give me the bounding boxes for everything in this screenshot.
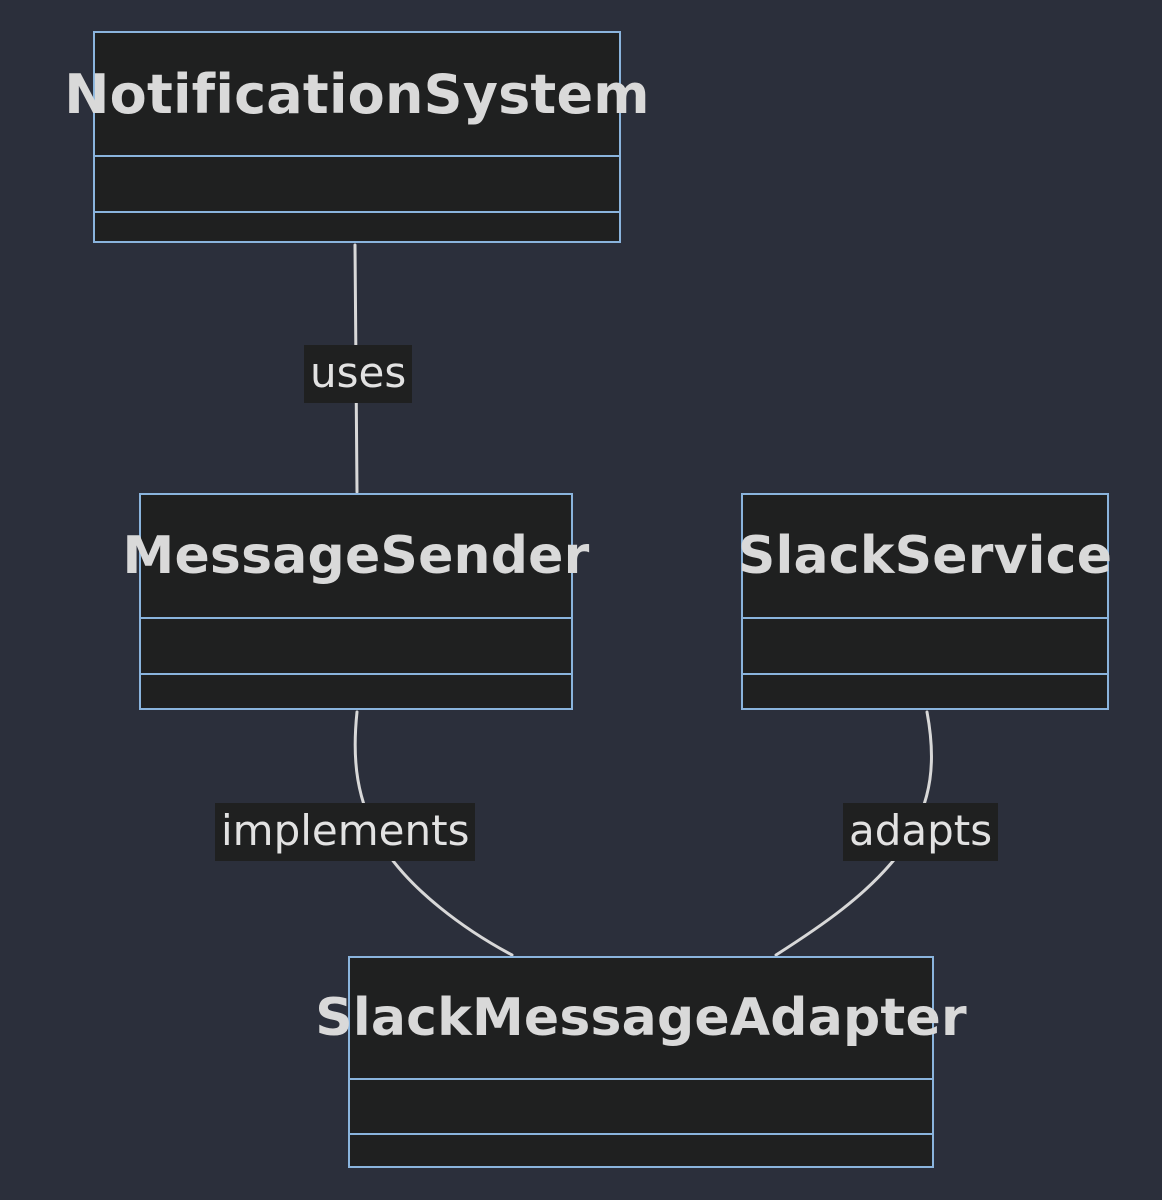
edge-label-adapts: adapts bbox=[843, 803, 999, 861]
class-attributes-notification-system bbox=[95, 157, 619, 213]
class-title-message-sender: MessageSender bbox=[123, 495, 589, 619]
class-attributes-message-sender bbox=[141, 619, 571, 675]
class-node-slack-message-adapter[interactable]: SlackMessageAdapter bbox=[315, 956, 967, 1168]
class-methods-message-sender bbox=[141, 675, 571, 708]
class-title-slack-message-adapter: SlackMessageAdapter bbox=[315, 958, 967, 1080]
class-attributes-slack-message-adapter bbox=[350, 1080, 932, 1135]
class-methods-notification-system bbox=[95, 213, 619, 241]
class-title-notification-system: NotificationSystem bbox=[64, 33, 650, 157]
class-title-slack-service: SlackService bbox=[738, 495, 1112, 619]
class-node-notification-system[interactable]: NotificationSystem bbox=[64, 31, 650, 243]
class-node-slack-service[interactable]: SlackService bbox=[738, 493, 1112, 710]
class-attributes-slack-service bbox=[743, 619, 1107, 675]
edge-label-implements: implements bbox=[215, 803, 476, 861]
class-node-message-sender[interactable]: MessageSender bbox=[123, 493, 589, 710]
edge-label-uses: uses bbox=[304, 345, 413, 403]
class-methods-slack-message-adapter bbox=[350, 1135, 932, 1166]
class-methods-slack-service bbox=[743, 675, 1107, 708]
